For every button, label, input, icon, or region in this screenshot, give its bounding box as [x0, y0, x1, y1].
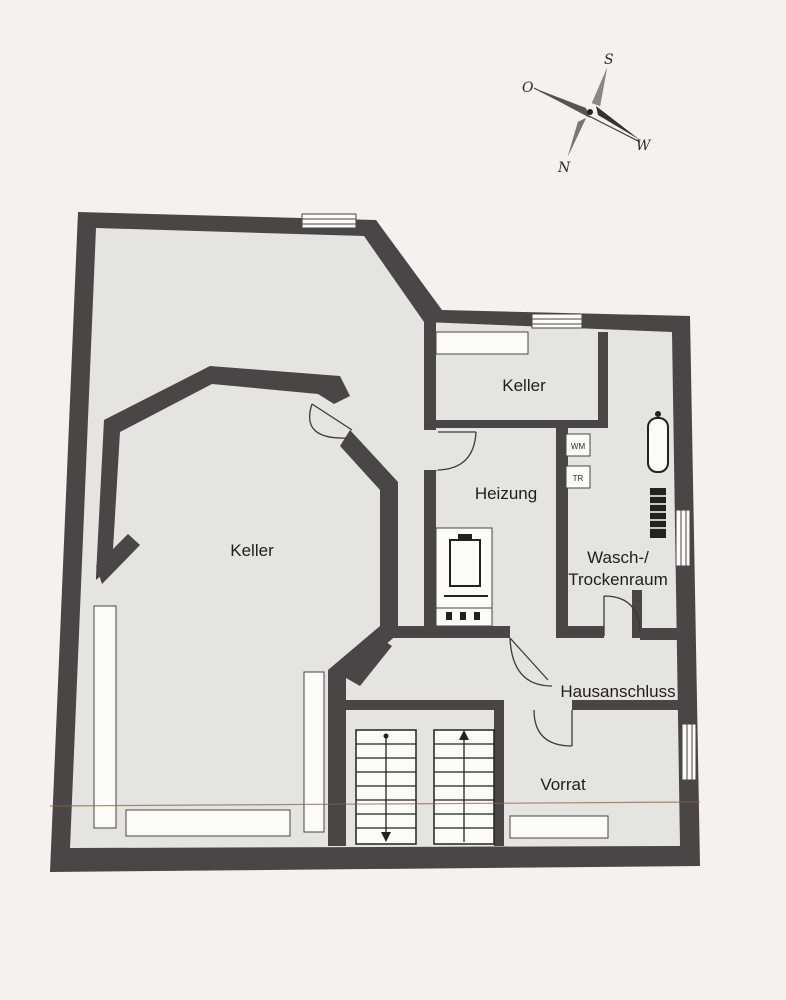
- room-label-keller-large: Keller: [230, 541, 274, 560]
- compass-label-north: N: [557, 160, 571, 176]
- door-heizung: [435, 431, 477, 471]
- wall-vorrat-west: [494, 700, 504, 846]
- dryer-label: TR: [573, 474, 584, 483]
- window-east-wasch: [675, 509, 691, 567]
- door-keller-large: [308, 403, 353, 439]
- compass-label-south: S: [604, 52, 614, 68]
- compass-east-arrow: [534, 88, 590, 118]
- laundry-appliances: WM TR: [565, 433, 591, 489]
- wall-keller-small-west: [424, 322, 436, 430]
- shelf-keller-bottom: [125, 809, 291, 837]
- doors: [308, 403, 641, 747]
- door-hausanschluss: [509, 637, 553, 687]
- boiler-inner: [449, 539, 481, 587]
- wall-hausanschluss-diagonal: [346, 638, 392, 686]
- room-label-keller-small: Keller: [502, 376, 546, 395]
- wall-wasch-south: [556, 626, 604, 638]
- windows: [301, 213, 697, 781]
- dryer: [565, 465, 591, 489]
- wall-keller-left-angle: [96, 534, 140, 584]
- wall-vorrat-top-right: [572, 700, 680, 710]
- shelf-keller-small: [435, 331, 529, 355]
- room-label-wasch-line1: Wasch-/: [587, 548, 649, 567]
- washing-machine-label: WM: [571, 442, 586, 451]
- radiator: [650, 488, 666, 538]
- window-east-hausanschluss: [681, 723, 697, 781]
- wall-wasch-south-right: [640, 628, 680, 640]
- room-label-wasch-line2: Trockenraum: [568, 570, 668, 589]
- shelves: [93, 331, 609, 839]
- washing-machine: [565, 433, 591, 457]
- wall-heizung-south: [380, 626, 510, 638]
- wall-keller-inner: [96, 366, 350, 580]
- shelf-keller-west: [93, 605, 117, 829]
- room-label-hausanschluss: Hausanschluss: [560, 682, 675, 701]
- wall-heizung-west: [424, 470, 436, 632]
- compass-west-arrow: [596, 106, 640, 140]
- wall-wasch-west: [556, 428, 568, 632]
- heating-unit: [435, 527, 493, 620]
- door-vorrat: [533, 709, 573, 747]
- wall-keller-east: [328, 430, 398, 846]
- washtub: [647, 417, 669, 473]
- shelf-keller-east: [303, 671, 325, 833]
- wasch-fixtures: [647, 411, 669, 538]
- compass-label-west: W: [636, 138, 652, 154]
- room-label-vorrat: Vorrat: [540, 775, 586, 794]
- interior-walls: [96, 322, 680, 846]
- window-north-keller: [301, 213, 357, 229]
- shelf-vorrat: [509, 815, 609, 839]
- compass-label-east: O: [522, 80, 534, 96]
- room-label-heizung: Heizung: [475, 484, 537, 503]
- door-wasch: [603, 595, 641, 636]
- window-north-keller-small: [531, 313, 583, 329]
- stairs: [355, 729, 495, 845]
- wall-hausanschluss-south: [346, 700, 494, 710]
- compass-center: [587, 109, 593, 115]
- compass: S O W N: [522, 52, 652, 176]
- wall-keller-small-south: [424, 420, 600, 428]
- wall-keller-small-east: [598, 332, 608, 428]
